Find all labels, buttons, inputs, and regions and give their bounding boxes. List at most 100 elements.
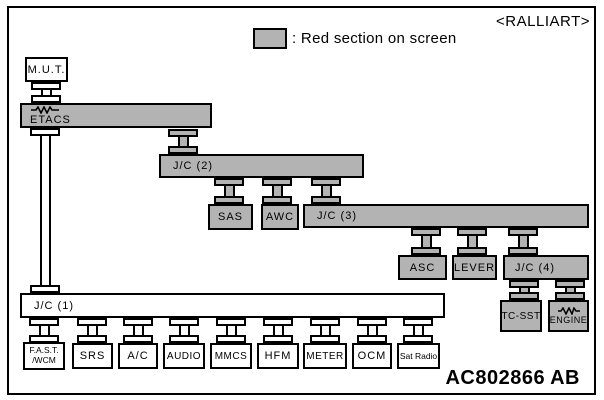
node-awc: AWC xyxy=(261,204,299,230)
connector-shaft xyxy=(272,326,284,335)
connector-shaft xyxy=(38,326,50,335)
node-lever: LEVER xyxy=(452,255,497,280)
connector-stub xyxy=(509,280,539,288)
connector-shaft xyxy=(420,236,432,247)
connector-stub xyxy=(411,247,441,255)
connector-stub xyxy=(216,335,246,343)
node-sat-radio: Sat Radio xyxy=(397,343,440,369)
node-asc: ASC xyxy=(398,255,447,280)
node-fast-wcm-line1: F.A.S.T. xyxy=(29,345,59,356)
connector-stub xyxy=(29,318,59,326)
connector-mut-etacs xyxy=(29,82,63,103)
connector-stub xyxy=(31,82,61,90)
connector-shaft xyxy=(271,186,283,196)
connector-stub xyxy=(123,318,153,326)
connector-stub xyxy=(262,196,292,204)
connector-stub xyxy=(263,318,293,326)
connector-jc1-ac xyxy=(121,318,155,343)
connector-stub xyxy=(457,228,487,236)
node-srs: SRS xyxy=(72,343,113,369)
connector-shaft xyxy=(412,326,424,335)
connector-jc1-srs xyxy=(75,318,109,343)
connector-stub xyxy=(263,335,293,343)
connector-jc1-hfm xyxy=(261,318,295,343)
connector-stub xyxy=(31,95,61,103)
connector-jc1-fast xyxy=(27,318,61,343)
connector-etacs-jc2 xyxy=(166,129,200,154)
connector-stub xyxy=(457,247,487,255)
variant-label: <RALLIART> xyxy=(496,13,590,30)
node-sas: SAS xyxy=(208,204,253,230)
connector-stub xyxy=(214,196,244,204)
connector-stub xyxy=(77,318,107,326)
legend-text: : Red section on screen xyxy=(292,30,457,47)
connector-shaft xyxy=(40,90,52,95)
diagram-frame xyxy=(7,6,596,395)
connector-stub xyxy=(214,178,244,186)
connector-stub xyxy=(508,247,538,255)
connector-shaft xyxy=(564,288,576,292)
figure-code-main: AC802866 xyxy=(445,367,546,389)
connector-stub xyxy=(262,178,292,186)
connector-stub xyxy=(77,335,107,343)
connector-jc1-ocm xyxy=(355,318,389,343)
node-jc2: J/C (2) xyxy=(159,154,364,178)
connector-shaft xyxy=(517,236,529,247)
connector-stub xyxy=(311,178,341,186)
connector-jc1-meter xyxy=(308,318,342,343)
connector-shaft xyxy=(132,326,144,335)
connector-stub xyxy=(357,318,387,326)
connector-jc3-jc4 xyxy=(506,228,540,255)
connector-stub xyxy=(403,335,433,343)
connector-stub xyxy=(123,335,153,343)
connector-shaft xyxy=(86,326,98,335)
node-fast-wcm-line2: /WCM xyxy=(32,355,56,365)
connector-shaft xyxy=(225,326,237,335)
connector-etacs-jc1 xyxy=(28,128,62,293)
node-jc4: J/C (4) xyxy=(503,255,589,280)
connector-jc1-mmcs xyxy=(214,318,248,343)
connector-jc3-lever xyxy=(455,228,489,255)
connector-shaft xyxy=(223,186,235,196)
node-mut: M.U.T. xyxy=(25,57,68,82)
connector-stub xyxy=(411,228,441,236)
connector-stub xyxy=(508,228,538,236)
connector-stub xyxy=(168,129,198,137)
connector-stub xyxy=(310,318,340,326)
connector-shaft xyxy=(319,326,331,335)
connector-shaft xyxy=(366,326,378,335)
connector-jc2-sas xyxy=(212,178,246,204)
connector-stub xyxy=(30,128,60,136)
node-tcsst: TC-SST xyxy=(500,300,542,332)
node-meter: METER xyxy=(303,343,347,369)
connector-jc4-tcsst xyxy=(507,280,541,300)
connector-shaft xyxy=(177,137,189,146)
connector-stub xyxy=(403,318,433,326)
connector-stub xyxy=(310,335,340,343)
terminating-resistor-icon xyxy=(557,306,580,315)
node-mmcs: MMCS xyxy=(210,343,252,369)
connector-shaft xyxy=(320,186,332,196)
connector-jc1-audio xyxy=(167,318,201,343)
terminating-resistor-icon xyxy=(31,105,59,114)
connector-stub xyxy=(311,196,341,204)
connector-jc3-asc xyxy=(409,228,443,255)
connector-stub xyxy=(30,285,60,293)
figure-code-suffix: AB xyxy=(550,367,580,389)
connector-shaft xyxy=(178,326,190,335)
connector-stub xyxy=(357,335,387,343)
node-engine-label: ENGINE xyxy=(549,314,588,325)
connector-shaft xyxy=(518,288,530,292)
connector-stub xyxy=(555,292,585,300)
node-etacs-label: ETACS xyxy=(30,113,71,126)
connector-stub xyxy=(169,335,199,343)
connector-jc1-satradio xyxy=(401,318,435,343)
connector-stub xyxy=(555,280,585,288)
node-etacs: ETACS xyxy=(20,103,212,128)
connector-stub xyxy=(168,146,198,154)
red-section-swatch xyxy=(253,28,287,49)
node-fast-wcm: F.A.S.T. /WCM xyxy=(23,342,65,370)
connector-jc2-awc xyxy=(260,178,294,204)
node-ac: A/C xyxy=(118,343,158,369)
